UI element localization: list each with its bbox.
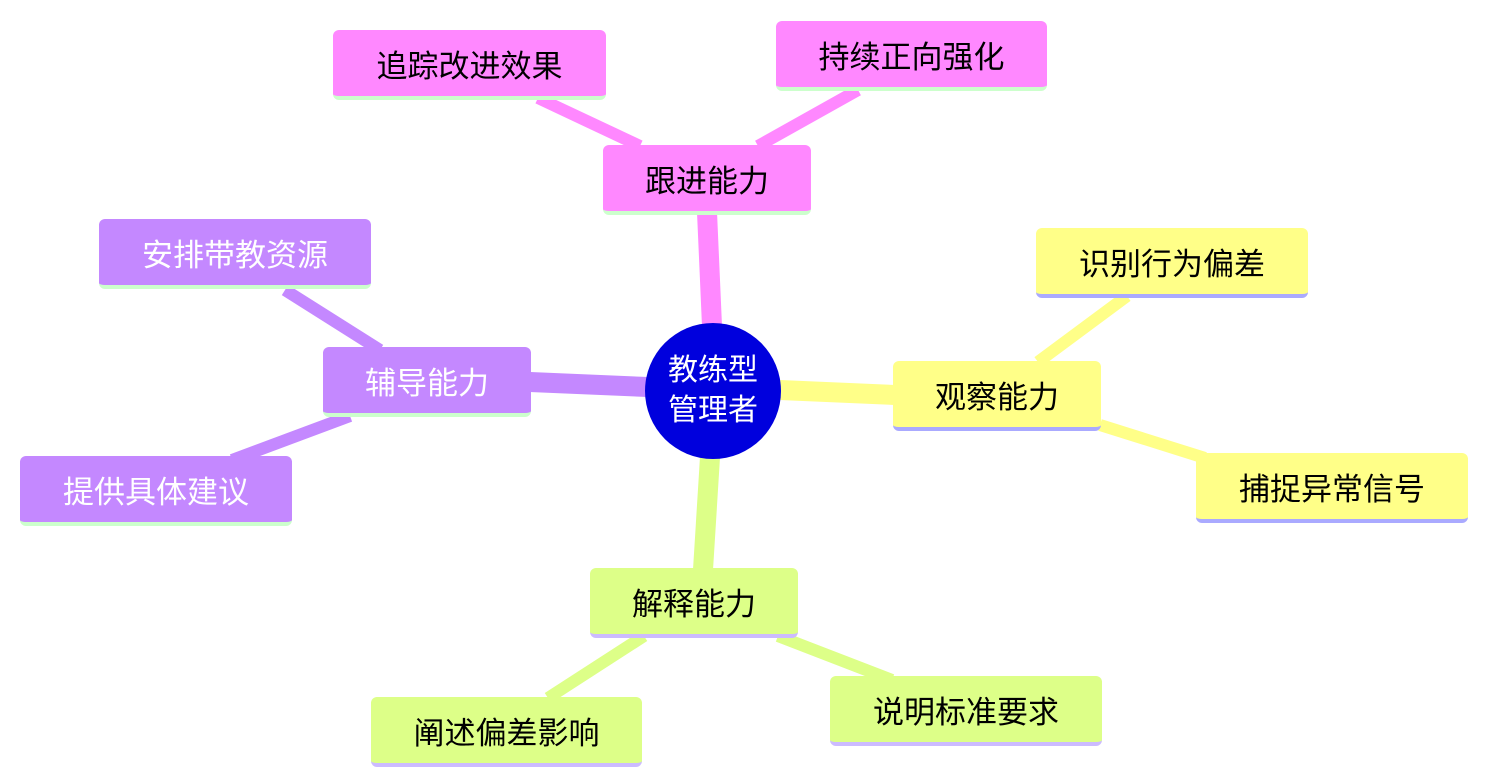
node-arrange-mentoring[interactable]: 安排带教资源	[99, 219, 371, 289]
center-title-line2: 管理者	[668, 393, 758, 428]
link-observe-capture	[1098, 419, 1207, 464]
node-elaborate-impact[interactable]: 阐述偏差影响	[371, 697, 642, 767]
node-positive-reinforcement-label: 持续正向强化	[818, 39, 1005, 76]
node-identify-deviation-label: 识别行为偏差	[1079, 246, 1265, 283]
node-follow-up-label: 跟进能力	[645, 163, 769, 200]
link-center-explain	[693, 456, 720, 571]
link-coach-advise	[229, 410, 353, 466]
link-center-follow-up	[697, 211, 722, 327]
node-explain[interactable]: 解释能力	[590, 568, 798, 638]
node-observe-label: 观察能力	[935, 379, 1059, 416]
node-arrange-mentoring-label: 安排带教资源	[142, 237, 328, 274]
link-follow-up-reinforce	[755, 84, 861, 152]
node-observe[interactable]: 观察能力	[893, 361, 1101, 431]
link-follow-up-track	[535, 92, 643, 152]
link-observe-identify	[1034, 291, 1131, 367]
link-coach-arrange	[281, 284, 384, 356]
center-title-line1: 教练型	[668, 353, 758, 388]
node-capture-signals[interactable]: 捕捉异常信号	[1196, 453, 1468, 523]
node-coach[interactable]: 辅导能力	[323, 347, 531, 417]
node-track-improvement-label: 追踪改进效果	[376, 48, 563, 85]
node-coach-label: 辅导能力	[365, 365, 489, 402]
node-follow-up[interactable]: 跟进能力	[603, 145, 811, 215]
node-positive-reinforcement[interactable]: 持续正向强化	[776, 21, 1047, 91]
center-node[interactable]: 教练型 管理者	[645, 323, 781, 459]
node-state-standards-label: 说明标准要求	[873, 694, 1059, 731]
link-center-coach	[529, 372, 649, 397]
node-elaborate-impact-label: 阐述偏差影响	[413, 715, 600, 752]
node-track-improvement[interactable]: 追踪改进效果	[333, 30, 606, 100]
node-specific-advice-label: 提供具体建议	[63, 474, 249, 511]
node-specific-advice[interactable]: 提供具体建议	[20, 456, 292, 526]
node-identify-deviation[interactable]: 识别行为偏差	[1036, 228, 1308, 298]
node-state-standards[interactable]: 说明标准要求	[830, 676, 1102, 746]
link-center-observe	[779, 380, 896, 405]
link-explain-elaborate	[544, 630, 648, 704]
link-explain-standards	[775, 630, 895, 686]
node-explain-label: 解释能力	[632, 586, 756, 623]
node-capture-signals-label: 捕捉异常信号	[1239, 471, 1425, 508]
